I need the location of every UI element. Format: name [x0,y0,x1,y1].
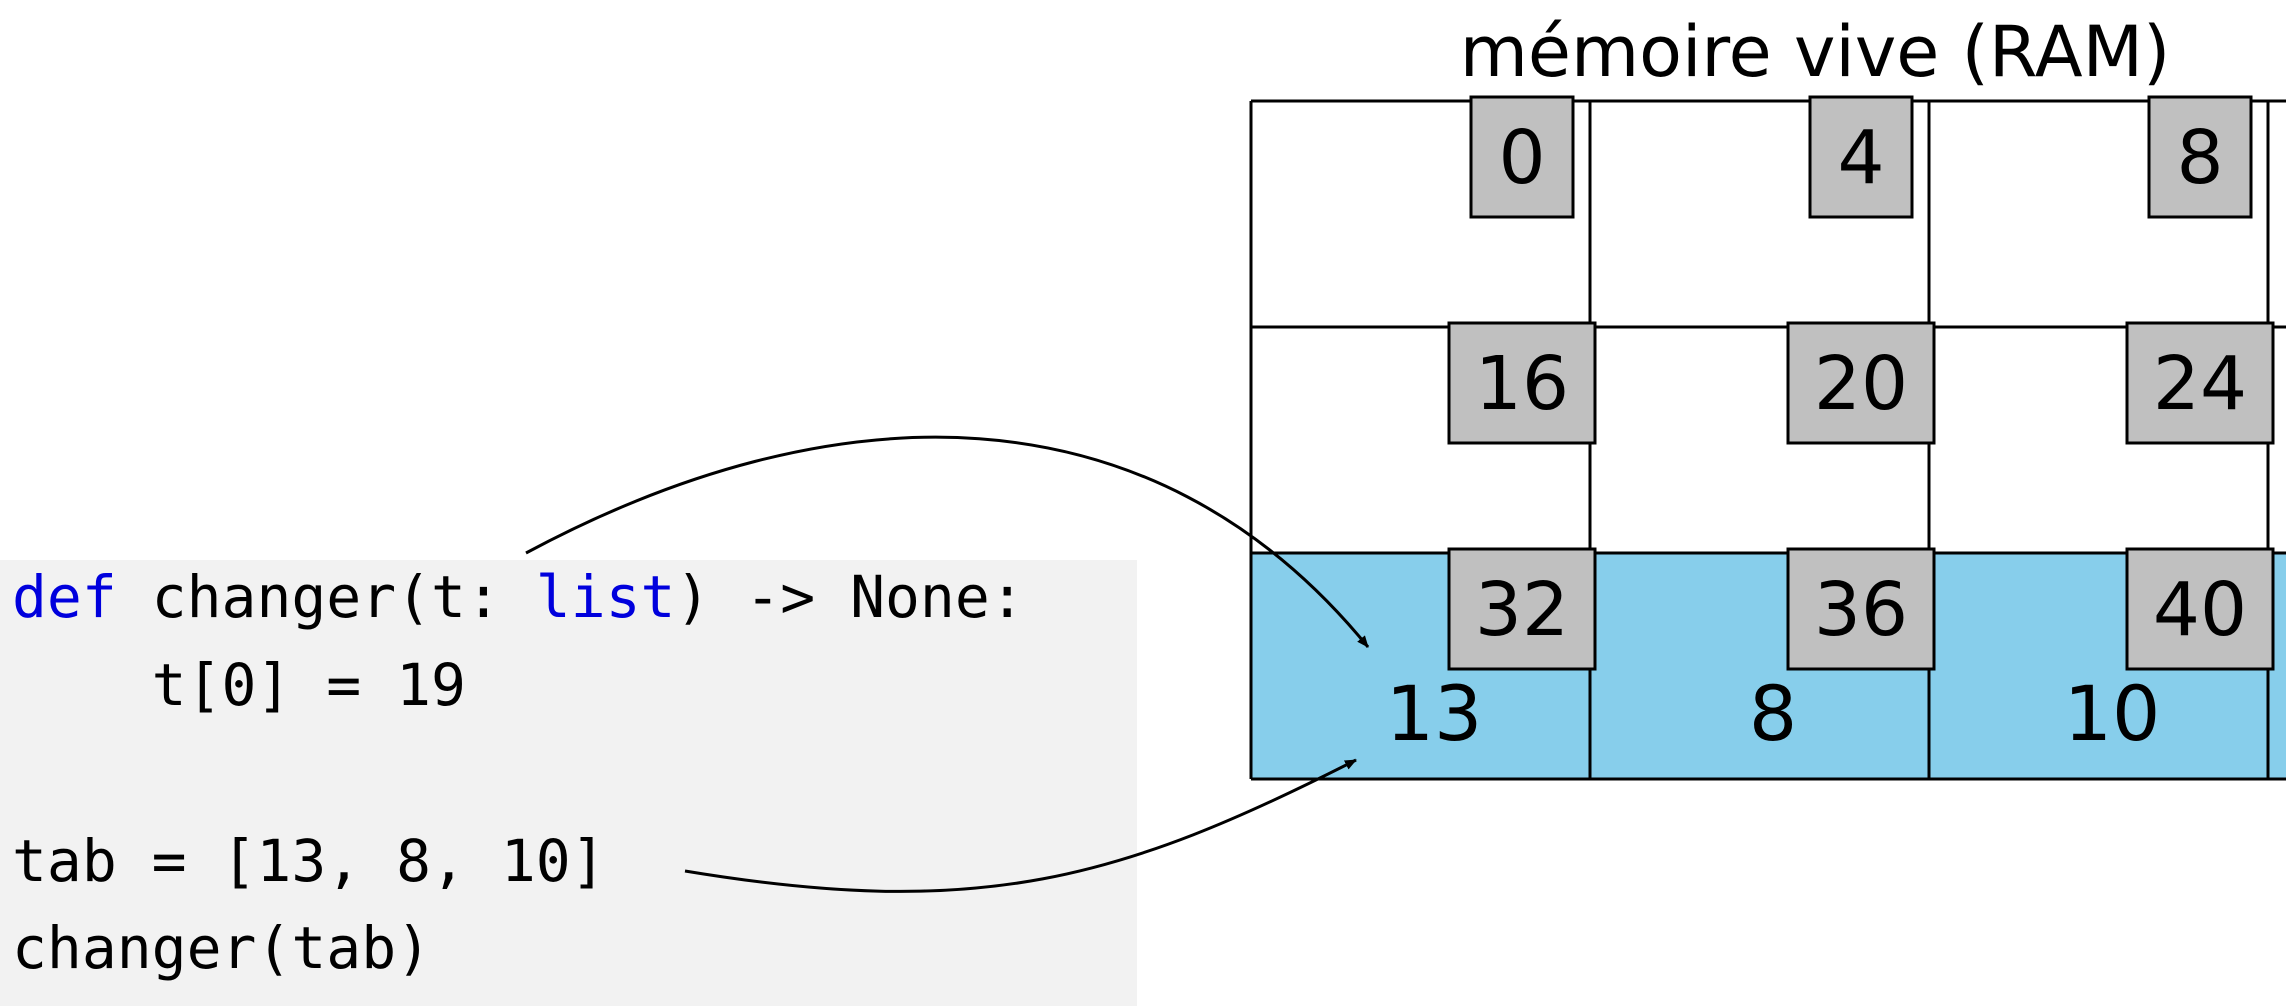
ram-title: mémoire vive (RAM) [1460,11,2171,93]
address-label: 32 [1475,567,1569,653]
code-token: changer(tab) [12,914,431,982]
address-box [2147,95,2253,219]
code-token: changer(t: [117,563,536,631]
code-token: tab = [13, 8, 10] [12,827,606,895]
code-line: t[0] = 19 [12,651,466,719]
address-label: 0 [1498,115,1545,201]
address-label: 20 [1814,341,1908,427]
parameter-reference-arrow [525,435,1370,648]
address-label: 16 [1475,341,1569,427]
address-box [1447,321,1597,445]
code-keyword: def [12,563,117,631]
code-block: def changer(t: list) -> None: t[0] = 19 t… [12,563,1025,982]
address-box [2125,547,2275,671]
address-box [1786,547,1936,671]
address-label: 24 [2153,341,2247,427]
code-keyword: list [536,563,676,631]
address-label: 4 [1837,115,1884,201]
cell-value: 10 [2064,669,2161,758]
code-token: ) -> None: [675,563,1024,631]
memory-cell: 8 [2147,95,2253,219]
address-label: 40 [2153,567,2247,653]
address-box [2125,321,2275,445]
variable-reference-arrow [684,758,1357,893]
cell-value: 8 [1749,669,1797,758]
array-highlight [1251,553,2286,779]
code-line: tab = [13, 8, 10] [12,827,606,895]
address-box [1469,95,1575,219]
address-label: 8 [2176,115,2223,201]
memory-cell: 4 [1808,95,1914,219]
address-label: 36 [1814,567,1908,653]
code-line: def changer(t: list) -> None: [12,563,1025,631]
cell-value: 13 [1386,669,1483,758]
code-token: t[0] = 19 [12,651,466,719]
address-box [1808,95,1914,219]
address-box [1447,547,1597,671]
memory-cell: 16 [1447,321,1597,445]
address-box [1786,321,1936,445]
memory-cell: 368 [1749,547,1936,758]
code-panel [0,560,1137,1006]
memory-cell: 24 [2125,321,2275,445]
memory-cell: 0 [1469,95,1575,219]
memory-cell: 20 [1786,321,1936,445]
code-line: changer(tab) [12,914,431,982]
